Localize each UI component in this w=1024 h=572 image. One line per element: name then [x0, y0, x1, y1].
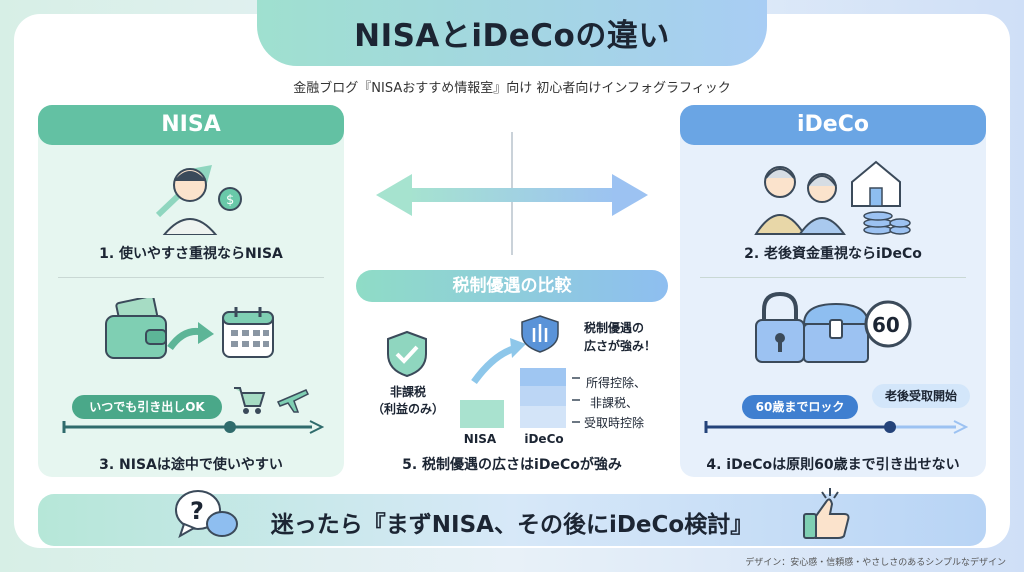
bracket-lines — [572, 377, 580, 423]
ideco-point-4: 4. iDeCoは原則60歳まで引き出せない — [706, 457, 960, 473]
thumbs-up-icon — [803, 488, 850, 539]
compare-heading: 税制優遇の比較 — [356, 270, 668, 302]
nisa-divider — [58, 277, 324, 278]
coins-icon — [863, 211, 911, 235]
nisa-tax-note-2: （利益のみ） — [371, 402, 444, 416]
banner-text: 迷ったら『まずNISA、その後にiDeCo検討』 — [270, 512, 754, 538]
shield-note-1: 税制優遇の — [584, 321, 645, 335]
retirement-start-pill: 老後受取開始 — [872, 384, 970, 408]
ideco-tax-note-1: 所得控除、 — [586, 376, 647, 390]
cart-icon — [234, 387, 266, 414]
ideco-divider — [700, 277, 966, 278]
compare-point-5: 5. 税制優遇の広さはiDeCoが強み — [402, 457, 622, 473]
calendar-icon — [222, 307, 274, 358]
ideco-heading: iDeCo — [680, 105, 986, 145]
question-bubble-icon: ? — [175, 490, 238, 539]
svg-text:?: ? — [190, 497, 204, 525]
nisa-tax-note-1: 非課税 — [389, 385, 426, 399]
padlock-icon — [755, 291, 805, 363]
anytime-withdraw-pill: いつでも引き出しOK — [72, 395, 222, 419]
shield-note-2: 広さが強み！ — [584, 339, 657, 353]
title-tab — [257, 0, 767, 66]
arrow-right-icon — [167, 322, 214, 351]
bar-label-ideco: iDeCo — [524, 432, 564, 446]
svg-text:60: 60 — [872, 313, 900, 337]
check-shield-icon — [387, 330, 427, 378]
nisa-point-3: 3. NISAは途中で使いやすい — [99, 457, 283, 473]
ideco-point-2: 2. 老後資金重視ならiDeCo — [744, 246, 922, 262]
ideco-timeline — [704, 420, 968, 434]
wallet-icon — [105, 298, 167, 359]
page-title: NISAとiDeCoの違い — [354, 18, 670, 54]
lock-until-60-pill: 60歳までロック — [742, 395, 858, 419]
house-icon — [851, 160, 901, 207]
nisa-point-1: 1. 使いやすさ重視ならNISA — [99, 246, 283, 262]
svg-text:$: $ — [226, 193, 234, 208]
tax-benefit-bars — [460, 315, 566, 428]
airplane-icon — [276, 389, 310, 413]
footer-credit: デザイン：安心感・信頼感・やさしさのあるシンプルなデザイン — [745, 558, 1006, 568]
seniors-icon — [754, 160, 911, 235]
nisa-heading: NISA — [38, 105, 344, 145]
page-subtitle: 金融ブログ『NISAおすすめ情報室』向け 初心者向けインフォグラフィック — [293, 81, 731, 96]
ideco-tax-note-2: 非課税、 — [590, 396, 639, 410]
center-double-arrow — [376, 132, 648, 255]
treasure-chest-icon — [802, 302, 870, 363]
ideco-tax-note-3: 受取時控除 — [584, 416, 645, 430]
clock-icon: 60 — [864, 300, 912, 348]
padlock-chest-clock-icons: 60 — [755, 291, 912, 363]
bar-label-nisa: NISA — [463, 432, 497, 446]
nisa-timeline — [62, 420, 324, 434]
person-growth-icon: $ — [155, 165, 242, 235]
